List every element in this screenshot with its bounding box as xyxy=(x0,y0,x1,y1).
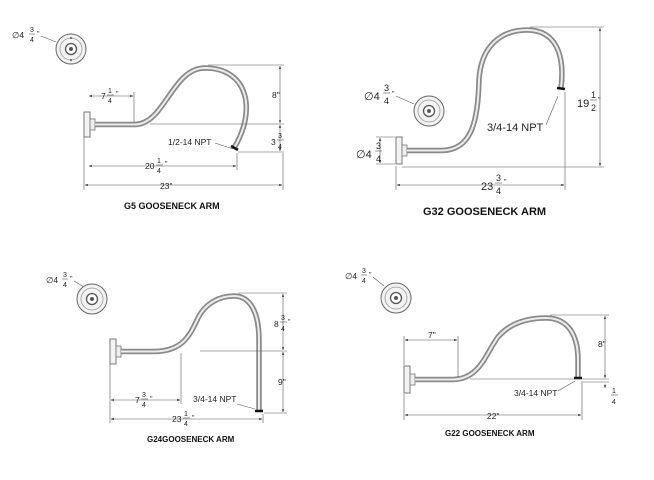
g5-reach-num: 1 xyxy=(108,88,112,95)
g22-arm xyxy=(415,315,581,383)
g5-reach-whole: 7 xyxy=(101,91,106,101)
g5-proj-den: 4 xyxy=(157,168,161,175)
g24-plate-diameter-symbol: ∅ xyxy=(46,275,54,285)
g24-total-whole: 23 xyxy=(172,414,182,424)
g32-plate-icon xyxy=(413,95,445,127)
g32-backplate-den: 4 xyxy=(376,154,381,164)
g22-plate-num: 3 xyxy=(362,268,366,275)
g5-proj-inch: " xyxy=(165,161,168,168)
g5-backplate xyxy=(83,111,91,138)
g24-total-inch: " xyxy=(192,415,195,422)
g32-plate-inch: " xyxy=(392,91,395,98)
g22-drawing: ∅4 3 4 " 7" 8" 1 4 3/4-14 xyxy=(345,268,618,438)
g32-backplate-diameter-symbol: ∅ xyxy=(356,149,366,161)
g5-plate-den: 4 xyxy=(30,37,34,44)
g32-drawing: ∅4 3 4 " ∅4 3 4 19 1 2 " 3/4-14 NPT xyxy=(356,26,604,218)
g24-rise-num: 3 xyxy=(281,315,285,322)
svg-text:∅4: ∅4 xyxy=(12,30,24,40)
g22-plate-diameter-symbol: ∅ xyxy=(345,271,353,281)
g5-npt-label: 1/2-14 NPT xyxy=(168,137,211,147)
g5-rise-label: 8" xyxy=(272,90,280,100)
g24-reach-num: 3 xyxy=(142,392,146,399)
g22-total-label: 22" xyxy=(487,411,499,421)
g5-reach-den: 4 xyxy=(108,98,112,105)
g22-plate-den: 4 xyxy=(362,278,366,285)
g32-npt-label: 3/4-14 NPT xyxy=(487,122,544,134)
g24-plate-whole: 4 xyxy=(53,275,58,285)
g22-drop-num: 1 xyxy=(612,388,616,395)
g24-plate-icon xyxy=(76,283,108,315)
g22-drop-den: 4 xyxy=(612,399,616,406)
g24-plate-den: 4 xyxy=(63,282,67,289)
g5-plate-inch: " xyxy=(37,31,40,38)
g5-plate-whole: 4 xyxy=(19,30,24,40)
svg-text:∅4: ∅4 xyxy=(46,275,58,285)
g32-plate-whole: 4 xyxy=(374,91,380,103)
g5-drop-num: 3 xyxy=(278,133,282,140)
g5-drop-whole: 3 xyxy=(271,137,276,147)
g24-total-den: 4 xyxy=(184,421,188,428)
g22-plate-icon xyxy=(380,282,412,314)
g24-plate-inch: " xyxy=(70,276,73,283)
g24-drop-label: 9" xyxy=(278,377,286,387)
g24-npt-label: 3/4-14 NPT xyxy=(193,394,236,404)
g32-plate-den: 4 xyxy=(384,96,389,106)
g24-rise-whole: 8 xyxy=(274,319,279,329)
g24-reach-inch: " xyxy=(150,396,153,403)
g5-total-label: 23" xyxy=(160,181,172,191)
g32-height-num: 1 xyxy=(591,90,596,100)
g32-backplate xyxy=(395,136,403,165)
svg-text:∅4: ∅4 xyxy=(356,149,372,161)
g32-plate-diameter-symbol: ∅ xyxy=(364,91,374,103)
g24-total-num: 1 xyxy=(184,411,188,418)
g32-total-num: 3 xyxy=(496,173,501,183)
g24-rise-inch: " xyxy=(288,319,291,326)
g32-total-whole: 23 xyxy=(481,181,493,193)
g5-plate-num: 3 xyxy=(30,27,34,34)
g5-proj-whole: 20 xyxy=(145,161,155,171)
g22-backplate xyxy=(403,365,411,394)
g32-height-den: 2 xyxy=(591,103,596,113)
g32-backplate-whole: 4 xyxy=(366,149,372,161)
g32-height-whole: 19 xyxy=(577,98,589,110)
g5-drawing: ∅4 3 4 " 7 1 4 " 8" 3 3 4 1/2-14 NPT xyxy=(12,27,284,211)
svg-text:∅4: ∅4 xyxy=(345,271,357,281)
g24-reach-whole: 7 xyxy=(135,395,140,405)
g5-title: G5 GOOSENECK ARM xyxy=(124,201,220,211)
g5-plate-diameter-symbol: ∅ xyxy=(12,30,20,40)
g24-title: G24GOOSENECK ARM xyxy=(147,435,235,444)
g24-backplate xyxy=(109,338,117,365)
g22-reach-label: 7" xyxy=(428,330,436,340)
g5-plate-icon xyxy=(55,33,87,65)
g24-rise-den: 4 xyxy=(281,326,285,333)
g32-total-den: 4 xyxy=(496,186,501,196)
g22-rise-label: 8" xyxy=(598,339,606,349)
g32-backplate-num: 3 xyxy=(376,141,381,151)
g22-npt-label: 3/4-14 NPT xyxy=(514,388,557,398)
g32-total-inch: " xyxy=(504,179,507,186)
g5-arm xyxy=(95,65,250,150)
g32-height-inch: " xyxy=(598,97,601,104)
g5-proj-num: 1 xyxy=(157,158,161,165)
g32-plate-num: 3 xyxy=(384,83,389,93)
g24-drawing: ∅4 3 4 " 8 3 4 " 9" 7 3 xyxy=(46,272,291,444)
g22-title: G22 GOOSENECK ARM xyxy=(445,429,535,438)
g22-plate-inch: " xyxy=(369,272,372,279)
g22-plate-whole: 4 xyxy=(352,271,357,281)
g24-reach-den: 4 xyxy=(142,402,146,409)
g5-reach-inch: " xyxy=(116,91,119,98)
svg-text:∅4: ∅4 xyxy=(364,91,380,103)
g5-drop-den: 4 xyxy=(278,144,282,151)
g24-plate-num: 3 xyxy=(63,272,67,279)
g32-title: G32 GOOSENECK ARM xyxy=(423,206,546,218)
